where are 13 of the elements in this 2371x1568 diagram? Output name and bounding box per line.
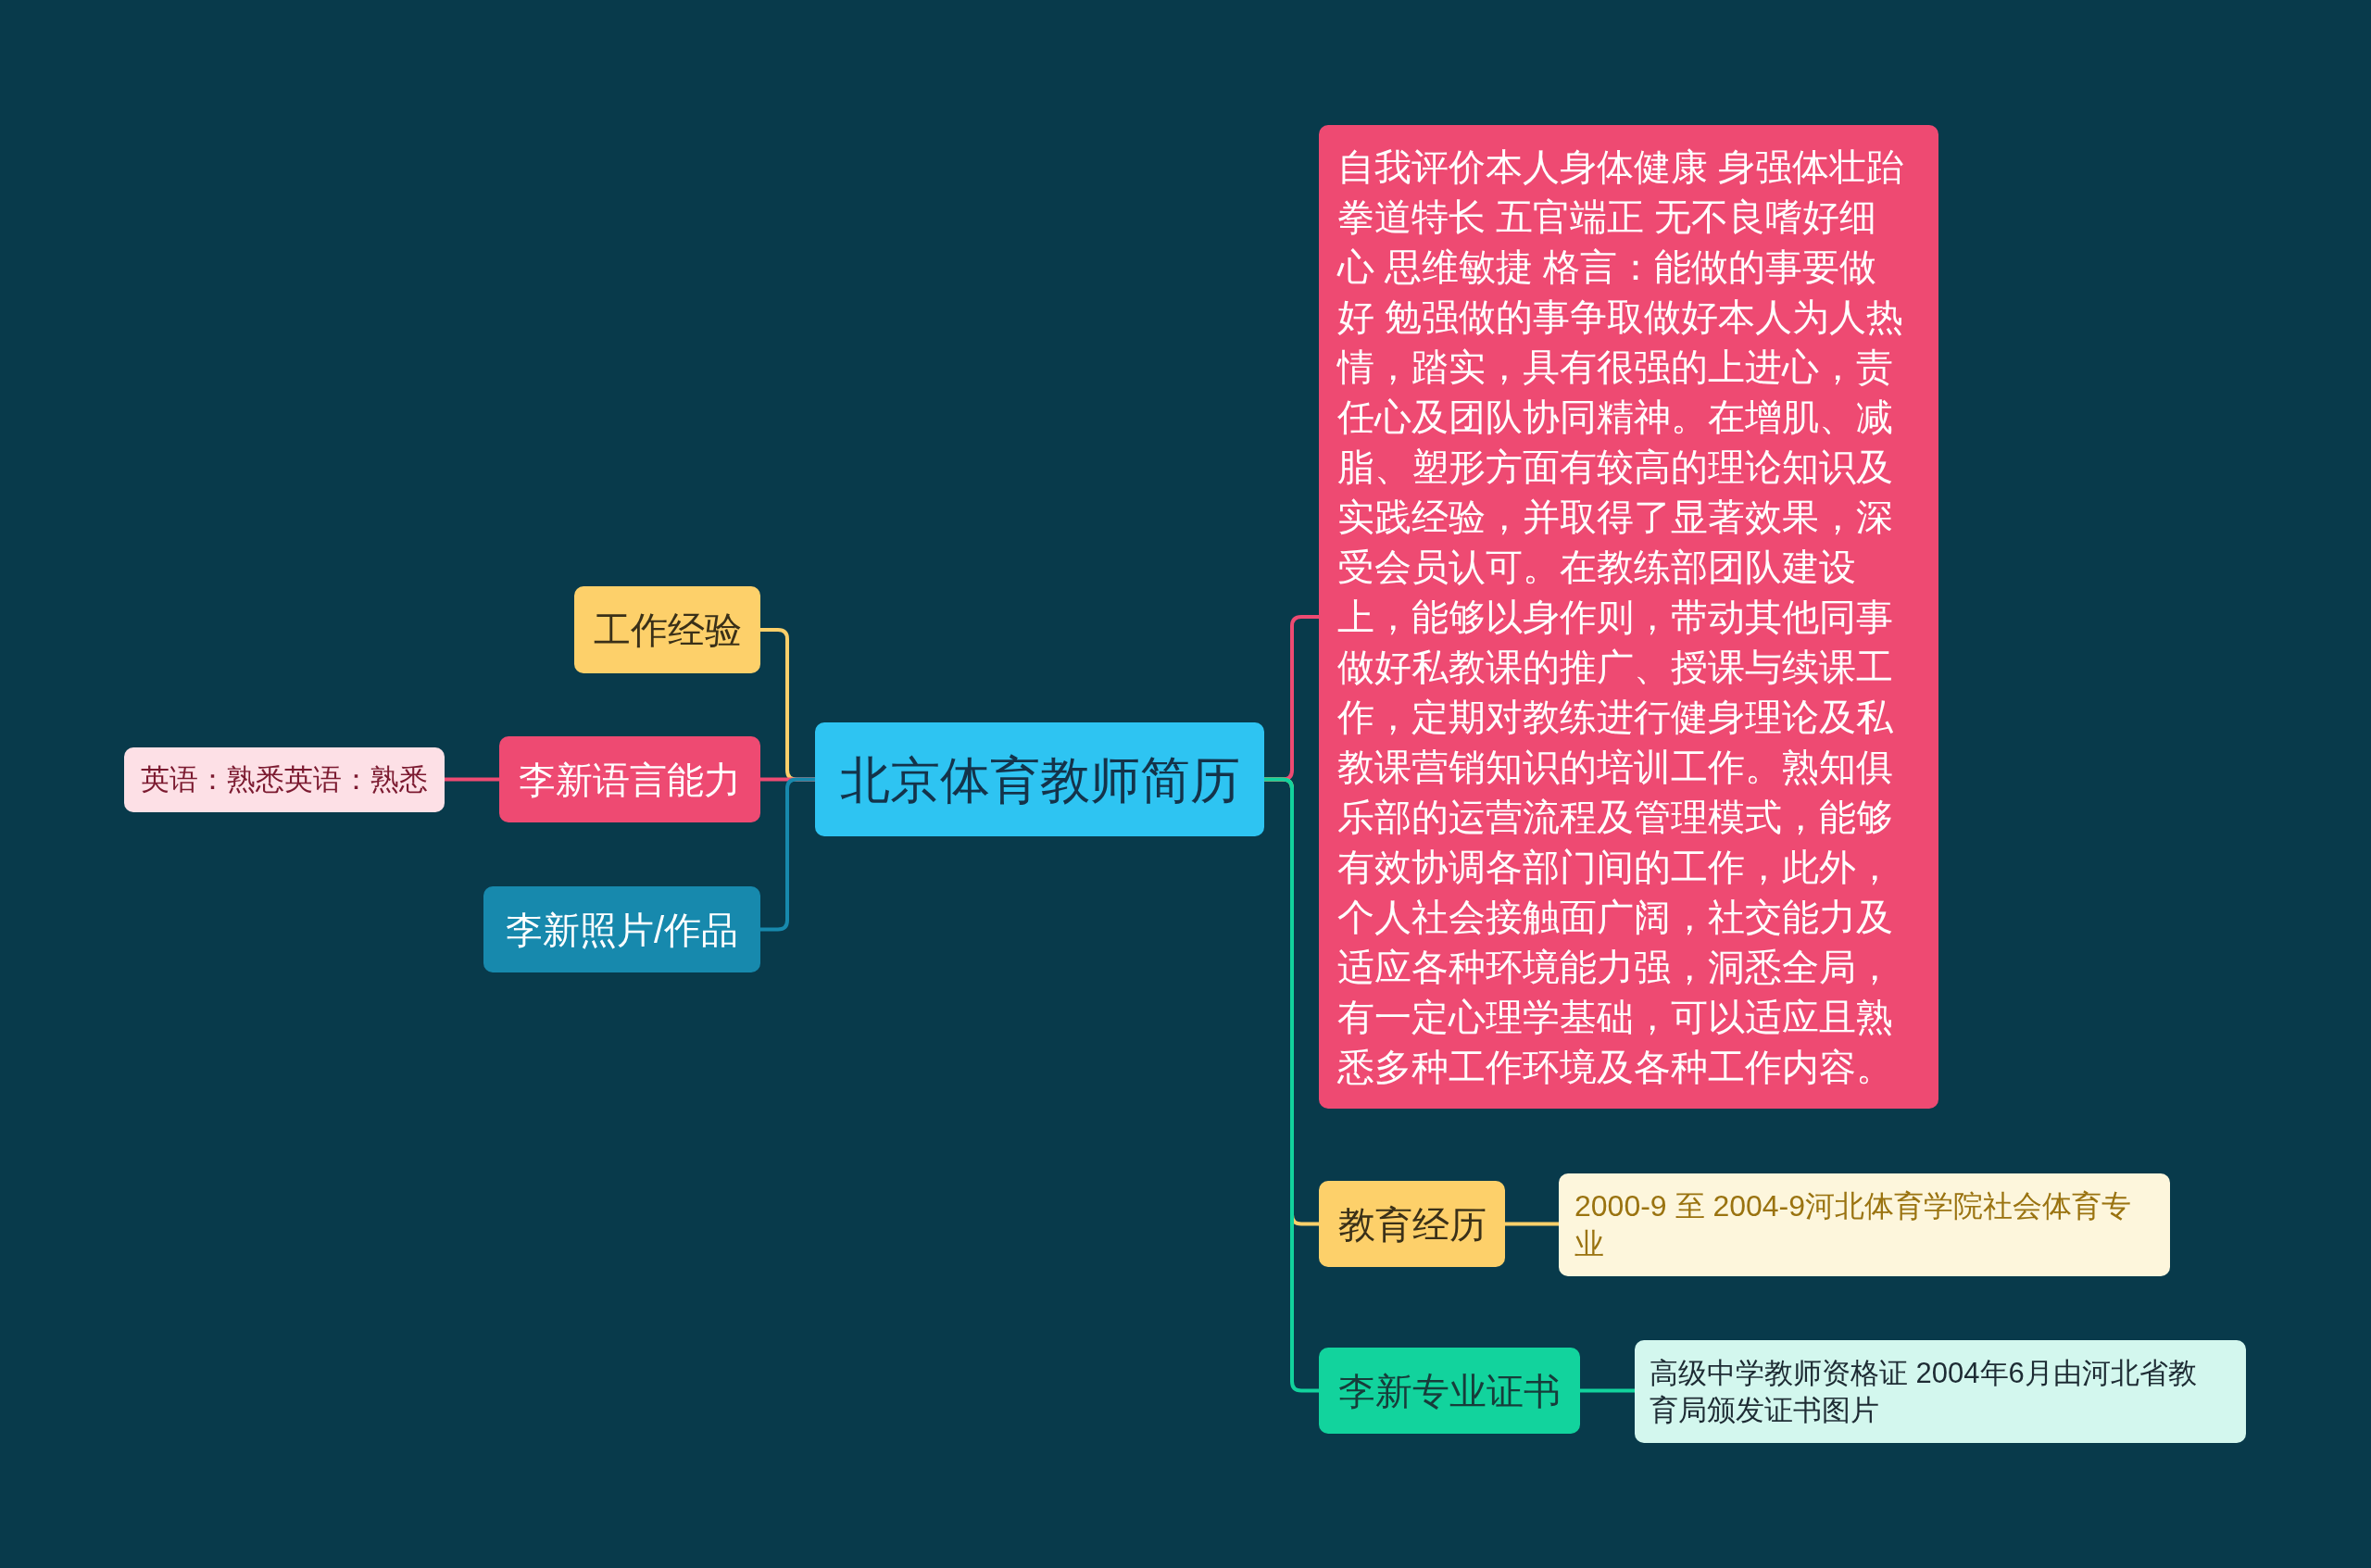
detail-box: 高级中学教师资格证 2004年6月由河北省教育局颁发证书图片 — [1635, 1340, 2246, 1443]
topic-box: 教育经历 — [1319, 1181, 1505, 1267]
topic-box: 工作经验 — [574, 586, 760, 673]
connector-line — [1580, 1388, 1635, 1393]
detail-box: 英语：熟悉英语：熟悉 — [124, 747, 445, 812]
connector-line — [1505, 1222, 1559, 1226]
text-box: 自我评价本人身体健康 身强体壮跆拳道特长 五官端正 无不良嗜好细心 思维敏捷 格言：能做的事要做好 勉强做的事争取做好本人为人热情，踏实，具有很强的上进心，责任心及团队协同精神。在增肌、减脂、塑形方面有较高的理论知识及实践经验，并取得了显著效果，深受会员认可。在教练部团队建设上，能够以身作则，带动其他同事做好私教课的推广、授课与续课工作，定期对教练进行健身理论及私教课营销知识的培训工作。熟知俱乐部的运营流程及管理模式，能够有效协调各部门间的工作，此外，个人社会接触面广阔，社交能力及适应各种环境能力强，洞悉全局，有一定心理学基础，可以适应且熟悉多种工作环境及各种工作内容。 — [1319, 125, 1938, 1109]
topic-box: 李新专业证书 — [1319, 1348, 1580, 1434]
topic-box: 李新语言能力 — [499, 736, 760, 822]
detail-box: 2000-9 至 2004-9河北体育学院社会体育专业 — [1559, 1173, 2170, 1276]
topic-box: 李新照片/作品 — [483, 886, 760, 972]
central-topic-box: 北京体育教师简历 — [815, 722, 1264, 836]
connector-line — [445, 777, 499, 782]
